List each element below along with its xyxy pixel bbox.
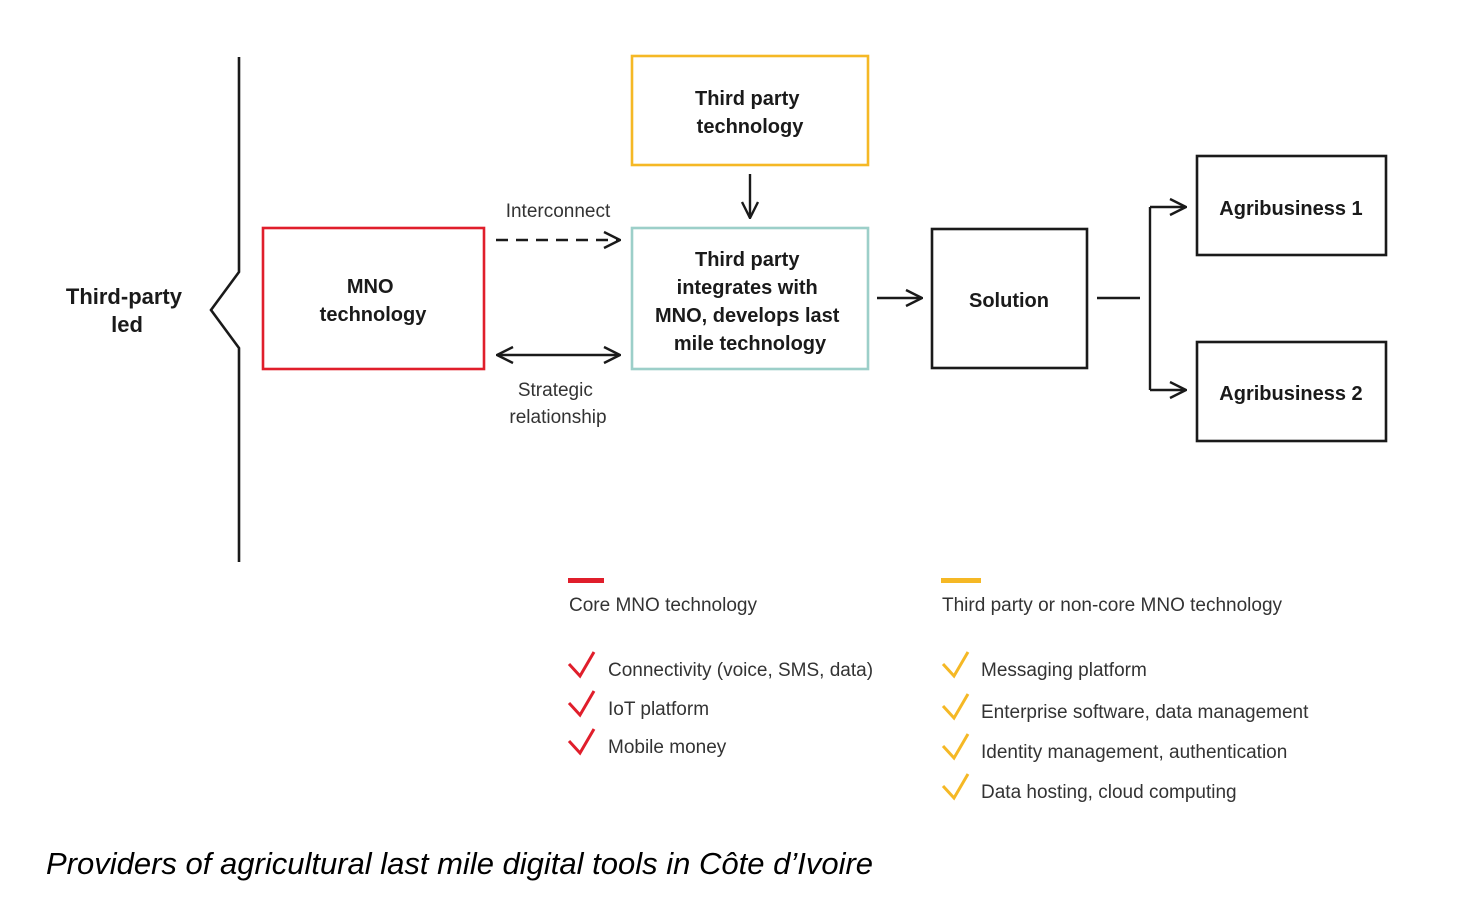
third-party-legend-item: Data hosting, cloud computing	[981, 782, 1237, 803]
core-legend-item: IoT platform	[608, 699, 709, 720]
solution-to-agribusiness-connector	[1097, 207, 1152, 390]
third-party-legend-item: Enterprise software, data management	[981, 702, 1309, 723]
interconnect-label: Interconnect	[506, 201, 611, 222]
core-check-icon	[567, 651, 596, 679]
core-check-icon	[567, 728, 596, 756]
core-legend-item: Connectivity (voice, SMS, data)	[608, 660, 873, 681]
third-party-legend-item: Messaging platform	[981, 660, 1147, 681]
bracket-label: Third-party led	[66, 284, 188, 337]
solution-box	[930, 227, 1089, 370]
agribusiness-1-label: Agribusiness 1	[1219, 198, 1362, 220]
third-party-technology-label: Third party technology	[695, 88, 805, 138]
core-mno-legend-title: Core MNO technology	[569, 595, 757, 616]
agribusiness-2-box	[1195, 340, 1388, 443]
third-party-integrates-label: Third party integrates with MNO, develop…	[655, 249, 845, 355]
figure-caption: Providers of agricultural last mile digi…	[46, 846, 874, 881]
core-mno-swatch	[568, 578, 604, 583]
third-party-check-icon	[941, 733, 970, 761]
mno-technology-box	[261, 226, 486, 371]
third-party-check-icon	[941, 773, 970, 801]
agribusiness-2-label: Agribusiness 2	[1219, 383, 1362, 405]
third-party-swatch	[941, 578, 981, 583]
third-party-integrates-box	[630, 226, 870, 371]
third-party-legend-item: Identity management, authentication	[981, 742, 1287, 763]
core-check-icon	[567, 690, 596, 718]
solution-label: Solution	[969, 290, 1049, 312]
mno-technology-label: MNO technology	[320, 276, 428, 326]
third-party-check-icon	[941, 693, 970, 721]
strategic-relationship-label: Strategic relationship	[509, 380, 606, 428]
core-legend-item: Mobile money	[608, 737, 727, 758]
bracket-line	[209, 57, 241, 562]
third-party-technology-box	[630, 54, 870, 167]
agribusiness-1-box	[1195, 154, 1388, 257]
third-party-legend-title: Third party or non-core MNO technology	[942, 595, 1283, 616]
third-party-check-icon	[941, 651, 970, 679]
